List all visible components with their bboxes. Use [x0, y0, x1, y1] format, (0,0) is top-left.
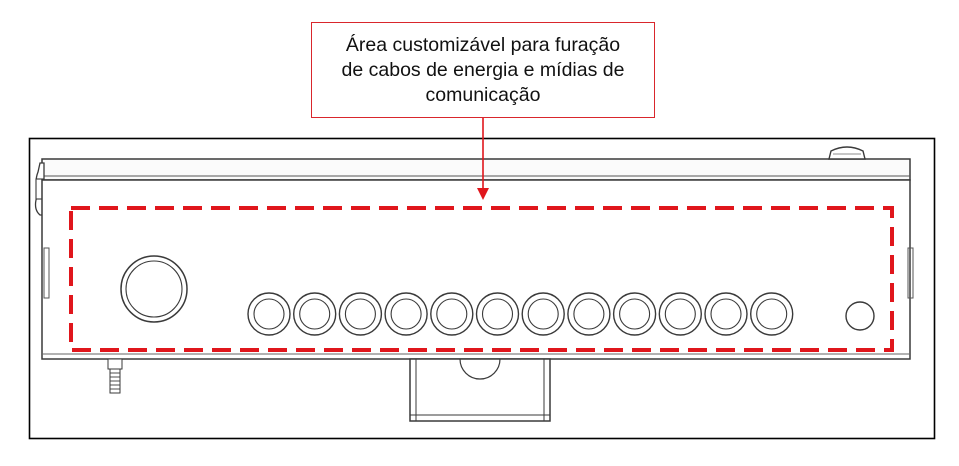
cable-gland [293, 292, 337, 336]
cable-gland-inner-ring [481, 298, 514, 330]
cable-gland-inner-ring [710, 298, 742, 330]
cable-gland [521, 292, 565, 336]
cable-gland-inner-ring [573, 298, 605, 330]
cable-gland-inner-ring [664, 298, 696, 330]
cable-gland [430, 292, 474, 336]
cable-gland-outer-ring [338, 292, 383, 336]
bottom-connector [107, 358, 123, 394]
small-hole [845, 301, 875, 331]
callout-box: Área customizável para furação de cabos … [311, 22, 655, 118]
cable-gland [704, 292, 748, 336]
enclosure-lid [41, 158, 911, 181]
cable-gland-outer-ring [612, 292, 657, 336]
cable-gland [658, 292, 702, 336]
cable-gland-inner-ring [344, 298, 376, 330]
callout-arrowhead [477, 188, 489, 200]
drawing-frame [28, 137, 936, 440]
cable-gland-inner-ring [299, 298, 331, 330]
cable-gland [612, 292, 657, 336]
mounting-bracket [409, 358, 551, 422]
cable-gland-outer-ring [384, 292, 428, 336]
callout-line-3: comunicação [425, 83, 541, 106]
cable-gland [384, 292, 428, 336]
cable-gland-outer-ring [430, 292, 474, 336]
cable-gland [338, 292, 383, 336]
cable-gland-outer-ring [658, 292, 702, 336]
cable-gland-outer-ring [521, 292, 565, 336]
large-gland-inner-ring [125, 260, 183, 318]
small-hole-ring [845, 301, 875, 331]
callout-text: Área customizável para furação de cabos … [336, 33, 631, 108]
cable-gland-row [247, 292, 794, 336]
cable-gland-inner-ring [390, 298, 422, 330]
cable-gland [567, 292, 611, 336]
callout-line-2: de cabos de energia e mídias de [341, 58, 625, 81]
cable-gland [475, 292, 520, 336]
cable-gland-inner-ring [253, 298, 285, 330]
right-side-flange [907, 247, 914, 299]
cable-gland-outer-ring [475, 292, 520, 336]
callout-line-1: Área customizável para furação [345, 33, 621, 56]
large-cable-gland [120, 255, 188, 323]
cable-gland-inner-ring [436, 298, 468, 330]
cable-gland-outer-ring [704, 292, 748, 336]
large-gland-outer-ring [120, 255, 188, 323]
cable-gland-inner-ring [619, 298, 651, 330]
cable-gland-inner-ring [527, 298, 559, 330]
customizable-area-highlight [69, 206, 894, 352]
cable-gland-outer-ring [247, 292, 291, 336]
lid-knob [828, 146, 866, 160]
cable-gland [750, 292, 794, 336]
cable-gland [247, 292, 291, 336]
cable-gland-outer-ring [750, 292, 794, 336]
left-side-flange [43, 247, 50, 299]
cable-gland-outer-ring [567, 292, 611, 336]
cable-gland-inner-ring [756, 298, 788, 330]
cable-gland-outer-ring [293, 292, 337, 336]
